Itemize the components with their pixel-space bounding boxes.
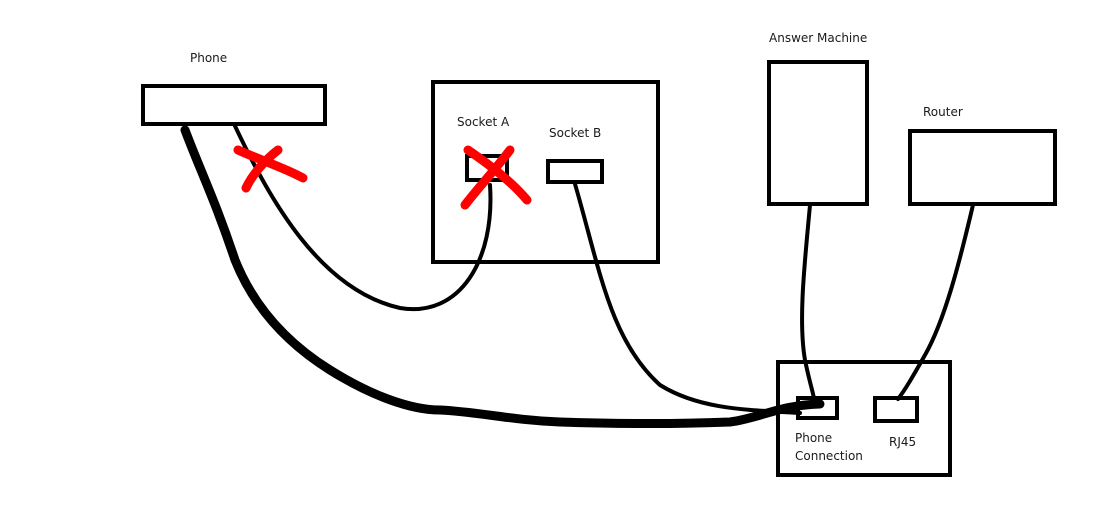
- cross-icon-phone-wire: [233, 145, 308, 193]
- cross-icon-socket-a: [460, 145, 532, 210]
- phone-connection-label-line2: Connection: [795, 449, 863, 463]
- router-box: [908, 129, 1057, 206]
- rj45-label: RJ45: [889, 435, 916, 449]
- answer-machine-label: Answer Machine: [769, 31, 867, 45]
- rj45-port: [873, 396, 919, 423]
- phone-box: [141, 84, 327, 126]
- socket-b-label: Socket B: [549, 126, 601, 140]
- phone-label: Phone: [190, 51, 227, 65]
- socket-b-to-phone-connection-wire: [573, 182, 802, 415]
- answer-machine-wire: [800, 203, 817, 407]
- socket-a-label: Socket A: [457, 115, 510, 129]
- phone-to-phone-connection-wire: [180, 125, 825, 428]
- socket-b-port: [546, 159, 604, 184]
- router-wire: [896, 203, 975, 401]
- phone-to-socket-a-wire: [233, 124, 493, 312]
- phone-connection-label-line1: Phone: [795, 431, 832, 445]
- answer-machine-box: [767, 60, 869, 206]
- router-label: Router: [923, 105, 963, 119]
